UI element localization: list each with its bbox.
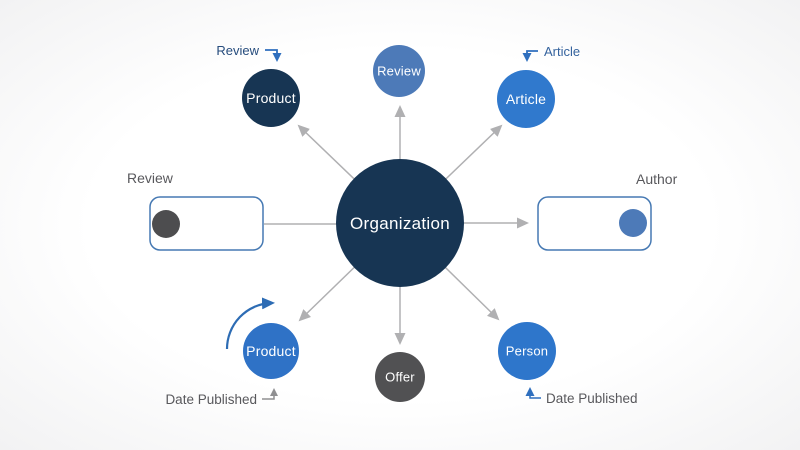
- product-bottom-circle: [243, 323, 299, 379]
- author-box-frame: [537, 196, 652, 251]
- offer-label: Offer: [385, 370, 415, 385]
- date-published-right-callout: Date Published: [525, 387, 638, 406]
- date-published-right-label: Date Published: [546, 391, 638, 406]
- review-top-circle: [373, 45, 425, 97]
- person-circle: [498, 322, 556, 380]
- offer-node: Offer: [375, 352, 425, 402]
- organization-node: Organization: [336, 159, 464, 287]
- author-avatar-dot: [619, 209, 647, 237]
- product-top-node: Product: [242, 69, 300, 127]
- date-published-left-callout: Date Published: [165, 388, 278, 407]
- rotation-arc-arrow-icon: [225, 297, 275, 350]
- review-box-label: Review: [127, 170, 174, 186]
- organization-label: Organization: [350, 214, 450, 233]
- article-node: Article: [497, 70, 555, 128]
- article-callout-label: Article: [544, 44, 580, 59]
- product-top-label: Product: [246, 90, 296, 106]
- author-box-label: Author: [636, 171, 678, 187]
- review-top-label: Review: [377, 64, 421, 79]
- product-bottom-label: Product: [246, 343, 296, 359]
- product-bottom-node: Product: [243, 323, 299, 379]
- offer-circle: [375, 352, 425, 402]
- article-callout: Article: [522, 44, 580, 62]
- review-box: Review: [127, 170, 264, 251]
- review-avatar-dot: [152, 210, 180, 238]
- review-callout-connector: [265, 49, 282, 62]
- author-box: Author: [537, 171, 678, 251]
- article-circle: [497, 70, 555, 128]
- product-top-circle: [242, 69, 300, 127]
- date-published-left-connector: [262, 388, 278, 400]
- review-callout: Review: [216, 43, 282, 62]
- date-published-left-label: Date Published: [165, 392, 257, 407]
- person-label: Person: [506, 344, 548, 359]
- article-callout-connector: [522, 50, 538, 62]
- review-top-node: Review: [373, 45, 425, 97]
- article-label: Article: [506, 91, 546, 107]
- organization-circle: [336, 159, 464, 287]
- date-published-right-connector: [525, 387, 541, 399]
- person-node: Person: [498, 322, 556, 380]
- review-box-frame: [149, 196, 264, 251]
- review-callout-label: Review: [216, 43, 259, 58]
